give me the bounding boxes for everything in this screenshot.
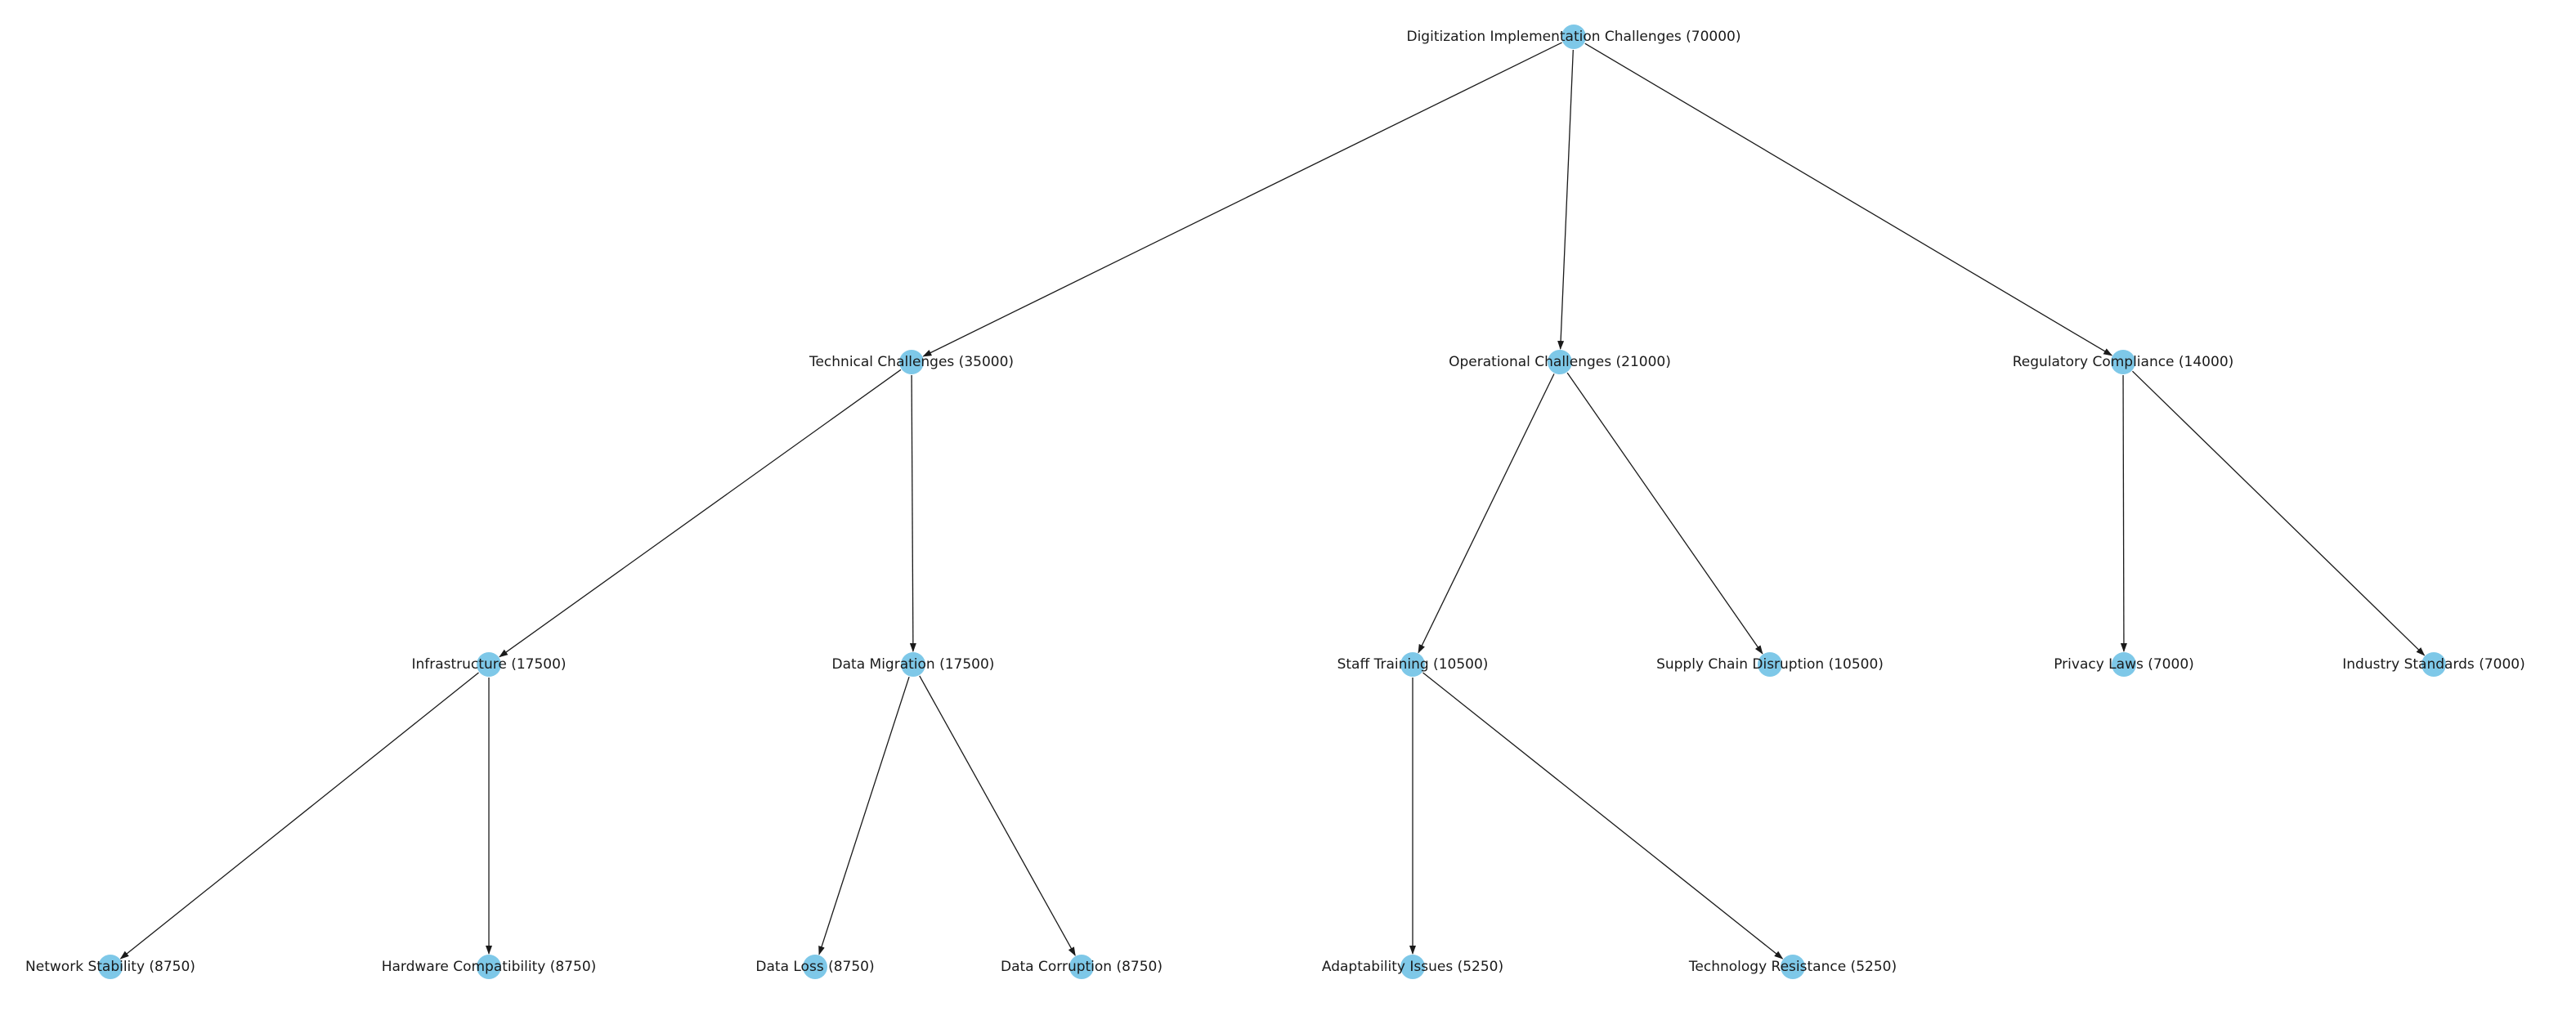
tree-node-label-root: Digitization Implementation Challenges (… <box>1406 29 1741 45</box>
tree-edge <box>1566 372 1763 655</box>
tree-node-training[interactable] <box>1400 652 1425 677</box>
tree-edge <box>1557 49 1574 351</box>
tree-node-label-supply: Supply Chain Disruption (10500) <box>1656 656 1884 673</box>
tree-node-adaptability[interactable] <box>1400 955 1425 979</box>
tree-edge <box>909 374 916 653</box>
tree-edge <box>919 675 1076 956</box>
edges-group <box>119 42 2426 960</box>
tree-node-label-resistance: Technology Resistance (5250) <box>1688 959 1897 975</box>
tree-node-corruption[interactable] <box>1069 955 1094 979</box>
tree-node-supply[interactable] <box>1758 652 1782 677</box>
tree-node-label-migration: Data Migration (17500) <box>831 656 995 673</box>
tree-edge <box>922 42 1562 357</box>
tree-node-label-dataloss: Data Loss (8750) <box>755 959 875 975</box>
tree-edge <box>499 369 902 658</box>
tree-node-label-regu: Regulatory Compliance (14000) <box>2012 354 2234 370</box>
tree-node-hardware[interactable] <box>477 955 501 979</box>
tree-node-standards[interactable] <box>2421 652 2446 677</box>
tree-node-label-training: Staff Training (10500) <box>1337 656 1489 673</box>
tree-node-root[interactable] <box>1561 25 1586 49</box>
tree-node-label-tech: Technical Challenges (35000) <box>809 354 1015 370</box>
tree-node-tech[interactable] <box>899 350 924 374</box>
tree-node-resistance[interactable] <box>1781 955 1805 979</box>
tree-node-oper[interactable] <box>1548 350 1572 374</box>
tree-node-privacy[interactable] <box>2112 652 2136 677</box>
tree-node-migration[interactable] <box>901 652 925 677</box>
tree-node-label-corruption: Data Corruption (8750) <box>1000 959 1163 975</box>
tree-node-label-hardware: Hardware Compatibility (8750) <box>381 959 597 975</box>
tree-node-network[interactable] <box>98 955 123 979</box>
tree-edge <box>1418 374 1555 654</box>
tree-edge <box>818 677 910 955</box>
tree-node-dataloss[interactable] <box>803 955 827 979</box>
tree-node-label-standards: Industry Standards (7000) <box>2342 656 2525 673</box>
tree-node-label-privacy: Privacy Laws (7000) <box>2054 656 2194 673</box>
tree-node-label-oper: Operational Challenges (21000) <box>1449 354 1671 370</box>
tree-edge <box>1422 672 1784 960</box>
tree-node-label-network: Network Stability (8750) <box>25 959 195 975</box>
tree-node-infra[interactable] <box>477 652 501 677</box>
tree-edge <box>2132 370 2426 656</box>
tree-edge <box>119 672 479 960</box>
tree-edge <box>2120 374 2127 653</box>
tree-edge <box>1584 42 2113 356</box>
tree-node-label-infra: Infrastructure (17500) <box>411 656 567 673</box>
tree-node-label-adaptability: Adaptability Issues (5250) <box>1321 959 1504 975</box>
tree-node-regu[interactable] <box>2111 350 2135 374</box>
